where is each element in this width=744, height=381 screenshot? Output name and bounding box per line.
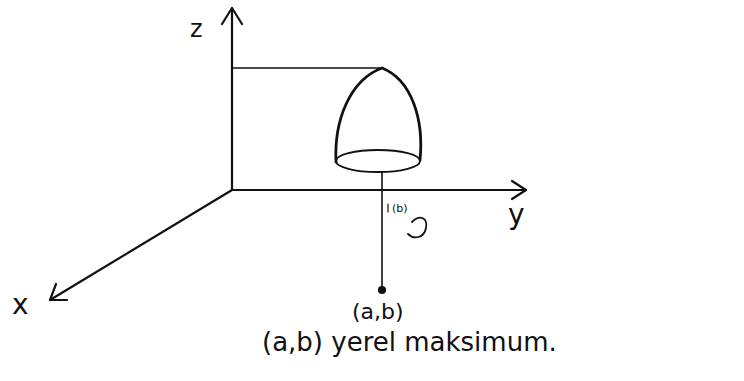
tick-mark <box>387 204 388 212</box>
cap-rim <box>336 150 420 172</box>
point-label: (a,b) <box>352 300 404 324</box>
drop-line <box>381 172 383 288</box>
tick-label: (b) <box>392 203 408 215</box>
caption-note: (a,b) yerel maksimum. <box>262 328 557 357</box>
cap-surface <box>336 68 421 162</box>
axis-label: y <box>508 200 525 231</box>
axis-label: z <box>190 16 203 42</box>
x-arrowhead <box>50 284 67 300</box>
z-arrowhead <box>222 8 242 24</box>
y-axis <box>232 189 526 191</box>
y-axis-mark <box>408 218 426 238</box>
y-arrowhead <box>512 181 526 199</box>
x-axis <box>50 190 232 300</box>
axis-label: x <box>12 290 29 321</box>
height-guide <box>232 67 382 68</box>
z-axis <box>231 8 233 190</box>
point-dot <box>379 287 385 293</box>
